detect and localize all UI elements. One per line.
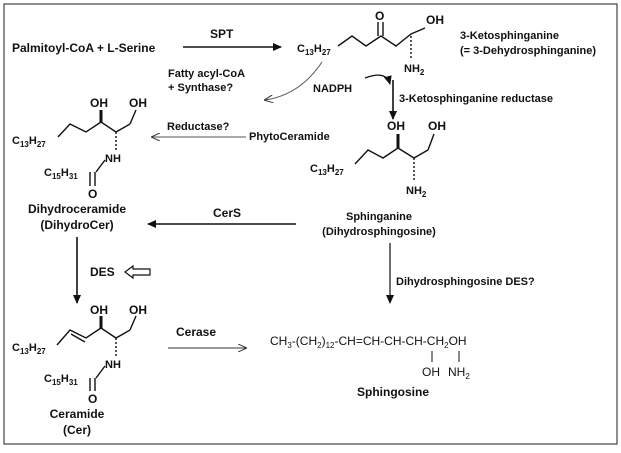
- dihydroceramide-acyl-carbon: C15H31: [44, 167, 78, 181]
- ceramide-structure: [56, 315, 137, 391]
- sphingosine-formula: CH3-(CH2)12-CH=CH-CH-CH-CH2OH: [270, 334, 467, 350]
- sphingosine-hydroxyl: OH: [422, 365, 440, 379]
- dihydroceramide-amide-nh: NH: [105, 153, 121, 165]
- keto-hydroxyl: OH: [426, 13, 444, 27]
- cers-label: CerS: [213, 206, 241, 220]
- ceramide-carbonyl-oxygen: O: [88, 392, 97, 406]
- ketosphinganine-alt-name: (= 3-Dehydrosphinganine): [460, 45, 596, 57]
- ceramide-tail-carbon: C13H27: [12, 342, 46, 356]
- ceramide-hydroxyl-1: OH: [129, 303, 147, 317]
- ceramide-name: Ceramide: [50, 407, 105, 421]
- sphinganine-structure: [354, 133, 435, 180]
- dihydroceramide-hydroxyl-3: OH: [90, 96, 108, 110]
- figure-border: [3, 3, 618, 445]
- nadph-label: NADPH: [313, 83, 352, 95]
- ceramide-alt-name: (Cer): [63, 423, 91, 437]
- sphinganine-tail-carbon: C13H27: [310, 163, 344, 177]
- ketosphinganine-structure: [337, 22, 426, 60]
- sphingosine-name: Sphingosine: [357, 385, 429, 399]
- sphinganine-amine: NH2: [406, 185, 427, 199]
- cerase-label: Cerase: [176, 325, 216, 339]
- dihydroceramide-carbonyl-oxygen: O: [88, 187, 97, 201]
- phytoceramide-label: PhytoCeramide: [249, 131, 330, 143]
- dihydroceramide-name: Dihydroceramide: [28, 202, 126, 216]
- ceramide-acyl-carbon: C15H31: [44, 373, 78, 387]
- dihydroceramide-tail-carbon: C13H27: [12, 135, 46, 149]
- ceramide-hydroxyl-3: OH: [90, 303, 108, 317]
- sphinganine-alt-name: (Dihydrosphingosine): [322, 226, 436, 238]
- fatty-acyl-label: Fatty acyl-CoA: [168, 68, 245, 80]
- sphingosine-amine: NH2: [448, 365, 470, 381]
- reductase-label: Reductase?: [167, 121, 230, 133]
- dihydro-des-label: Dihydrosphingosine DES?: [396, 276, 535, 288]
- ketosphinganine-tail-carbon: C13H27: [297, 43, 331, 57]
- reactants-label: Palmitoyl-CoA + L-Serine: [12, 41, 156, 55]
- dihydroceramide-hydroxyl-1: OH: [129, 96, 147, 110]
- kdsr-label: 3-Ketosphinganine reductase: [399, 93, 553, 105]
- sphinganine-hydroxyl-3: OH: [387, 119, 405, 133]
- fatty-acyl-curved-arrow: [265, 61, 323, 100]
- nadph-curved-arrow: [364, 74, 392, 85]
- des-hollow-arrow-icon: [124, 264, 151, 280]
- dihydroceramide-structure: [57, 109, 137, 186]
- keto-oxygen: O: [375, 9, 384, 23]
- ketosphinganine-name: 3-Ketosphinganine: [460, 30, 559, 42]
- ceramide-amide-nh: NH: [105, 359, 121, 371]
- keto-amine: NH2: [404, 63, 425, 77]
- des-label: DES: [90, 265, 115, 279]
- sphinganine-name: Sphinganine: [346, 211, 412, 223]
- synthase-label: + Synthase?: [168, 82, 233, 94]
- sphinganine-hydroxyl-1: OH: [428, 119, 446, 133]
- dihydroceramide-alt-name: (DihydroCer): [40, 218, 113, 232]
- spt-label: SPT: [210, 27, 234, 41]
